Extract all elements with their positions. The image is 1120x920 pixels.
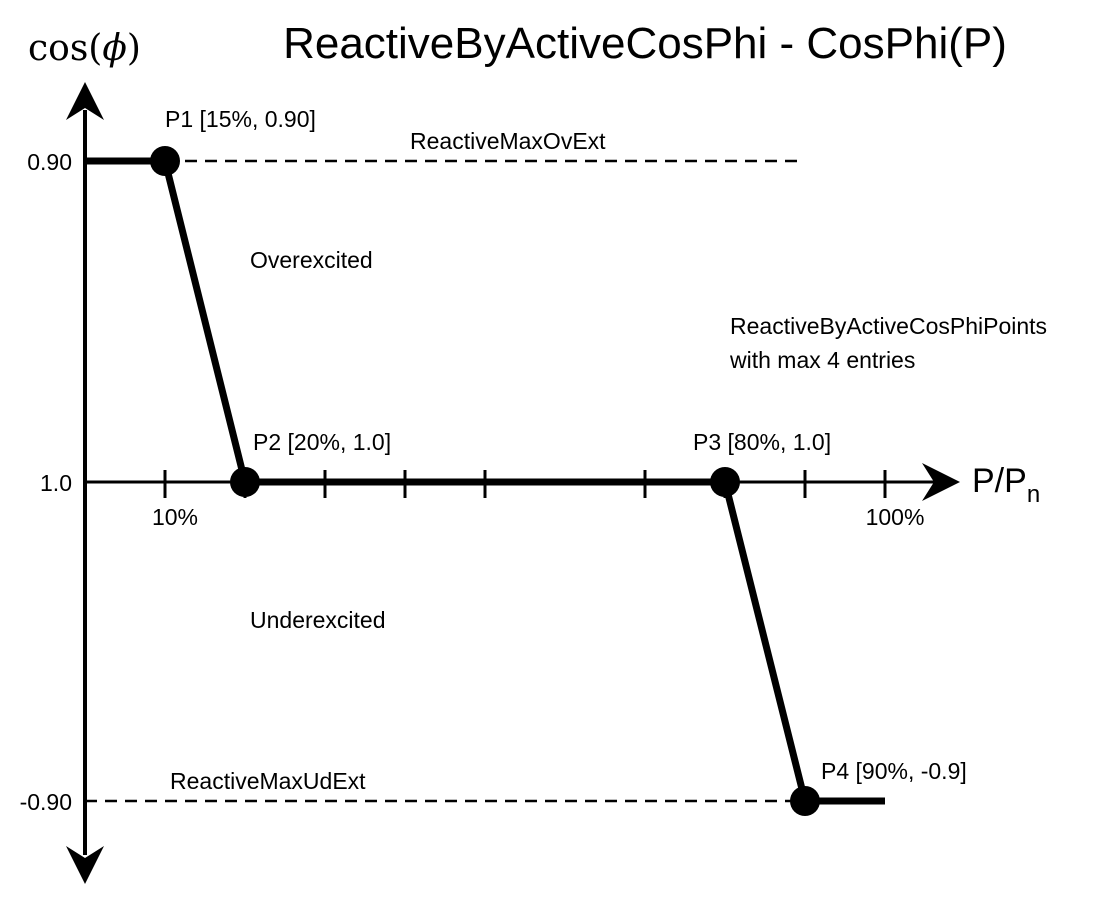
point-label: P2 [20%, 1.0] <box>253 429 391 455</box>
data-points <box>150 146 820 816</box>
reference-lines <box>85 159 805 803</box>
y-tick-label: -0.90 <box>20 789 72 815</box>
point-label: P3 [80%, 1.0] <box>693 429 831 455</box>
x-axis-label: P/Pn <box>972 462 1040 508</box>
x-axis-label-sub: n <box>1027 481 1040 508</box>
y-tick-label: 0.90 <box>27 149 72 175</box>
data-point <box>150 146 180 176</box>
x-tick-label: 10% <box>152 504 198 530</box>
overexcited-annotation: Overexcited <box>250 247 373 273</box>
y-axis-arrow-up-icon <box>66 82 104 120</box>
point-labels: P1 [15%, 0.90] P2 [20%, 1.0] P3 [80%, 1.0]… <box>165 106 967 784</box>
reference-line-label: ReactiveMaxOvExt <box>410 128 606 154</box>
y-tick-labels: 0.90 1.0 -0.90 <box>20 149 72 815</box>
y-axis-label: cos(ϕ) <box>28 28 141 69</box>
chart-title: ReactiveByActiveCosPhi - CosPhi(P) <box>283 19 1007 68</box>
y-axis-label-symbol: ϕ <box>102 28 127 69</box>
y-axis-arrow-down-icon <box>66 846 104 884</box>
data-point <box>790 786 820 816</box>
x-tick-labels: 10% 100% <box>152 504 924 530</box>
x-axis-label-base: P/P <box>972 462 1027 500</box>
reference-line-label: ReactiveMaxUdExt <box>170 768 366 794</box>
points-note-line1: ReactiveByActiveCosPhiPoints <box>730 313 1047 339</box>
underexcited-annotation: Underexcited <box>250 607 386 633</box>
x-axis-arrow-icon <box>922 463 960 501</box>
y-axis-label-suffix: ) <box>127 28 141 69</box>
y-tick-label: 1.0 <box>40 470 72 496</box>
data-point <box>230 467 260 497</box>
x-tick-label: 100% <box>866 504 925 530</box>
point-label: P1 [15%, 0.90] <box>165 106 316 132</box>
point-label: P4 [90%, -0.9] <box>821 758 967 784</box>
points-note-line2: with max 4 entries <box>729 347 915 373</box>
data-point <box>710 467 740 497</box>
y-axis-label-prefix: cos( <box>28 28 102 69</box>
